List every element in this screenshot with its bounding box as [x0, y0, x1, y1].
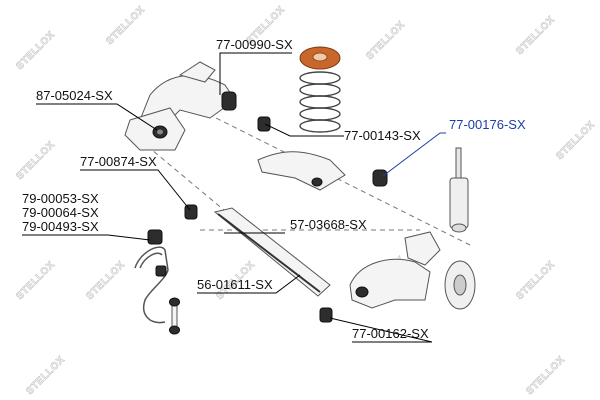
label-spring-link-bushing: 77-00143-SX: [344, 128, 421, 143]
watermark: STELLOX: [514, 259, 557, 302]
arm-bushing: [184, 204, 198, 220]
spring-link-bushing: [257, 116, 271, 132]
watermark: STELLOX: [24, 354, 67, 397]
watermark: STELLOX: [84, 259, 127, 302]
shock-absorber: [449, 147, 469, 233]
watermark: STELLOX: [14, 259, 57, 302]
label-arm-bushing: 77-00874-SX: [80, 154, 157, 169]
watermark: STELLOX: [554, 119, 597, 162]
stabilizer-bar: [134, 246, 169, 324]
part-labels: 77-00990-SX 87-05024-SX 77-00143-SX 77-0…: [22, 37, 526, 341]
watermark: STELLOX: [364, 19, 407, 62]
label-stabilizer-link: 56-01611-SX: [197, 277, 273, 292]
coil-spring: [299, 71, 341, 133]
watermark: STELLOX: [104, 4, 147, 47]
control-arm: [213, 207, 331, 297]
label-shock-absorber-bushing: 77-00176-SX: [449, 117, 526, 132]
upper-mount-bushing: [221, 91, 237, 111]
label-stabilizer-bushing-2: 79-00064-SX: [22, 205, 99, 220]
label-subframe-mount: 87-05024-SX: [36, 88, 113, 103]
subframe: [124, 61, 236, 151]
wheel-knuckle: [349, 231, 476, 310]
stabilizer-bushing: [147, 229, 167, 277]
spring-link-arm: [257, 151, 346, 191]
watermark: STELLOX: [14, 29, 57, 72]
watermark: STELLOX: [524, 354, 567, 397]
label-stabilizer-bushing-1: 79-00053-SX: [22, 191, 99, 206]
spring-pad: [299, 46, 341, 70]
label-knuckle-bushing: 77-00162-SX: [352, 326, 429, 341]
label-spring-pad: 77-00990-SX: [216, 37, 293, 52]
watermark: STELLOX: [514, 14, 557, 57]
watermark: STELLOX: [14, 139, 57, 182]
shock-absorber-bushing: [372, 169, 388, 187]
leader-lines: [22, 52, 446, 343]
label-stabilizer-bushing-3: 79-00493-SX: [22, 219, 99, 234]
label-control-arm: 57-03668-SX: [290, 217, 367, 232]
knuckle-bushing: [319, 307, 333, 323]
stabilizer-link: [169, 297, 180, 335]
subframe-mount-bushing: [152, 125, 168, 139]
